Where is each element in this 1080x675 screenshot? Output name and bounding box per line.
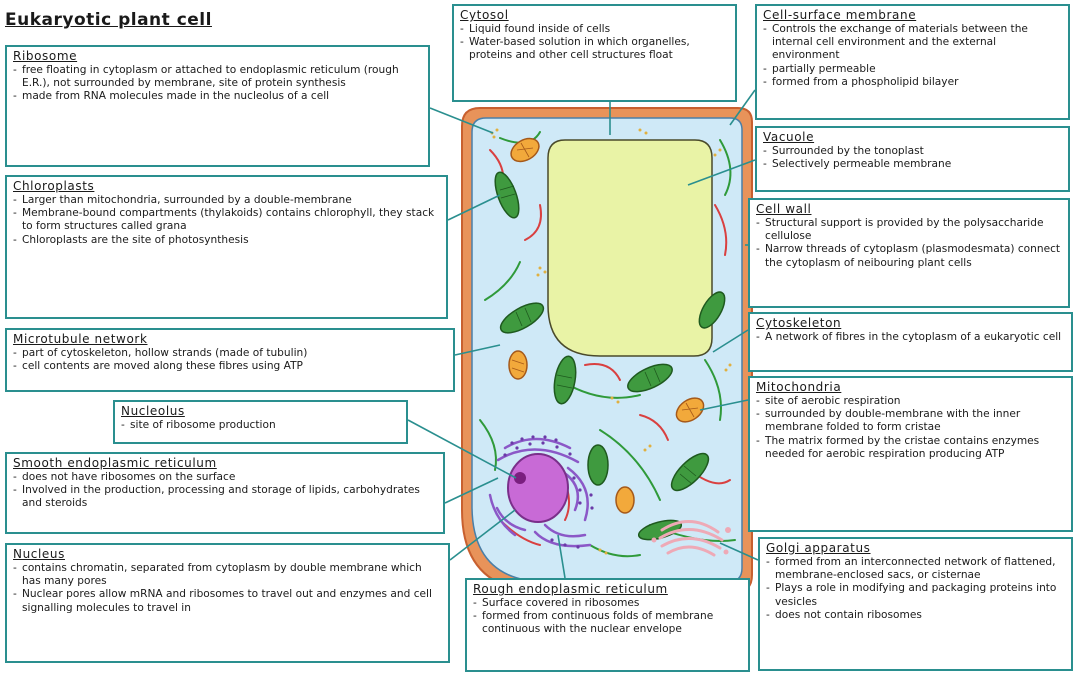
label-chloroplasts-line: Membrane-bound compartments (thylakoids)… [13, 207, 440, 233]
chloroplast [587, 444, 609, 486]
label-cytoskeleton-line: A network of fibres in the cytoplasm of … [756, 331, 1065, 344]
label-nucleolus: Nucleolus site of ribosome production [113, 400, 408, 444]
chloroplast [553, 355, 577, 405]
label-golgi-apparatus-title: Golgi apparatus [766, 541, 871, 555]
label-microtubule-network-line: part of cytoskeleton, hollow strands (ma… [13, 347, 447, 360]
label-rough-er-title: Rough endoplasmic reticulum [473, 582, 668, 596]
label-chloroplasts: Chloroplasts Larger than mitochondria, s… [5, 175, 448, 319]
label-cell-wall: Cell wall Structural support is provided… [748, 198, 1070, 308]
label-cell-wall-title: Cell wall [756, 202, 812, 216]
mitochondrion [615, 486, 635, 514]
label-nucleolus-line: site of ribosome production [121, 419, 400, 432]
label-nucleus-line: Nuclear pores allow mRNA and ribosomes t… [13, 588, 442, 614]
label-vacuole: Vacuole Surrounded by the tonoplast Sele… [755, 126, 1070, 192]
label-chloroplasts-line: Larger than mitochondria, surrounded by … [13, 194, 440, 207]
label-nucleus: Nucleus contains chromatin, separated fr… [5, 543, 450, 663]
label-microtubule-network-line: cell contents are moved along these fibr… [13, 360, 447, 373]
label-golgi-apparatus-line: formed from an interconnected network of… [766, 556, 1065, 582]
chloroplast [698, 291, 726, 329]
golgi-vesicles [651, 527, 731, 555]
label-rough-er-line: formed from continuous folds of membrane… [473, 610, 742, 636]
label-rough-er-line: Surface covered in ribosomes [473, 597, 742, 610]
label-ribosome-line: made from RNA molecules made in the nucl… [13, 90, 422, 103]
label-cytosol-line: Water-based solution in which organelles… [460, 36, 729, 62]
label-rough-er: Rough endoplasmic reticulum Surface cove… [465, 578, 750, 672]
leader-lines [407, 89, 759, 579]
chloroplast [494, 171, 520, 219]
label-mitochondria-line: surrounded by double-membrane with the i… [756, 408, 1065, 434]
label-ribosome-title: Ribosome [13, 49, 78, 63]
chloroplast [670, 452, 710, 492]
label-cell-surface-membrane-title: Cell-surface membrane [763, 8, 917, 22]
chloroplast [499, 302, 545, 334]
label-cell-wall-line: Narrow threads of cytoplasm (plasmodesma… [756, 243, 1062, 269]
label-nucleus-title: Nucleus [13, 547, 65, 561]
label-cell-wall-line: Structural support is provided by the po… [756, 217, 1062, 243]
label-ribosome-line: free floating in cytoplasm or attached t… [13, 64, 422, 90]
label-golgi-apparatus-line: does not contain ribosomes [766, 609, 1065, 622]
cristae-lines [511, 142, 699, 418]
mitochondrion [508, 350, 528, 380]
label-cytosol: Cytosol Liquid found inside of cells Wat… [452, 4, 737, 102]
label-cell-surface-membrane: Cell-surface membrane Controls the excha… [755, 4, 1070, 120]
label-microtubule-network: Microtubule network part of cytoskeleton… [5, 328, 455, 392]
label-smooth-er: Smooth endoplasmic reticulum does not ha… [5, 452, 445, 534]
chloroplasts-group [494, 171, 726, 541]
label-cytoskeleton-title: Cytoskeleton [756, 316, 842, 330]
ribosome-dots [490, 128, 732, 555]
label-cytoskeleton: Cytoskeleton A network of fibres in the … [748, 312, 1073, 372]
label-smooth-er-line: Involved in the production, processing a… [13, 484, 437, 510]
label-ribosome: Ribosome free floating in cytoplasm or a… [5, 45, 430, 167]
er-ribosomes [503, 435, 594, 549]
page-title: Eukaryotic plant cell [5, 10, 212, 30]
label-mitochondria-line: The matrix formed by the cristae contain… [756, 435, 1065, 461]
label-nucleolus-title: Nucleolus [121, 404, 185, 418]
vacuole-shape [547, 139, 713, 357]
label-chloroplasts-line: Chloroplasts are the site of photosynthe… [13, 234, 440, 247]
label-golgi-apparatus: Golgi apparatus formed from an interconn… [758, 537, 1073, 671]
label-mitochondria-line: site of aerobic respiration [756, 395, 1065, 408]
label-cytosol-title: Cytosol [460, 8, 509, 22]
chloroplast [627, 363, 673, 393]
label-cell-surface-membrane-line: formed from a phospholipid bilayer [763, 76, 1062, 89]
label-mitochondria: Mitochondria site of aerobic respiration… [748, 376, 1073, 532]
label-cell-surface-membrane-line: partially permeable [763, 63, 1062, 76]
label-nucleus-line: contains chromatin, separated from cytop… [13, 562, 442, 588]
label-golgi-apparatus-line: Plays a role in modifying and packaging … [766, 582, 1065, 608]
label-vacuole-line: Surrounded by the tonoplast [763, 145, 1062, 158]
thylakoid-lines [499, 185, 697, 485]
label-smooth-er-title: Smooth endoplasmic reticulum [13, 456, 217, 470]
nucleus-shape [507, 453, 569, 523]
nucleolus-shape [514, 472, 526, 484]
label-microtubule-network-title: Microtubule network [13, 332, 148, 346]
label-chloroplasts-title: Chloroplasts [13, 179, 95, 193]
label-cell-surface-membrane-line: Controls the exchange of materials betwe… [763, 23, 1062, 63]
label-cytosol-line: Liquid found inside of cells [460, 23, 729, 36]
label-vacuole-line: Selectively permeable membrane [763, 158, 1062, 171]
label-smooth-er-line: does not have ribosomes on the surface [13, 471, 437, 484]
label-vacuole-title: Vacuole [763, 130, 815, 144]
golgi-apparatus-shape [658, 520, 724, 557]
label-mitochondria-title: Mitochondria [756, 380, 842, 394]
